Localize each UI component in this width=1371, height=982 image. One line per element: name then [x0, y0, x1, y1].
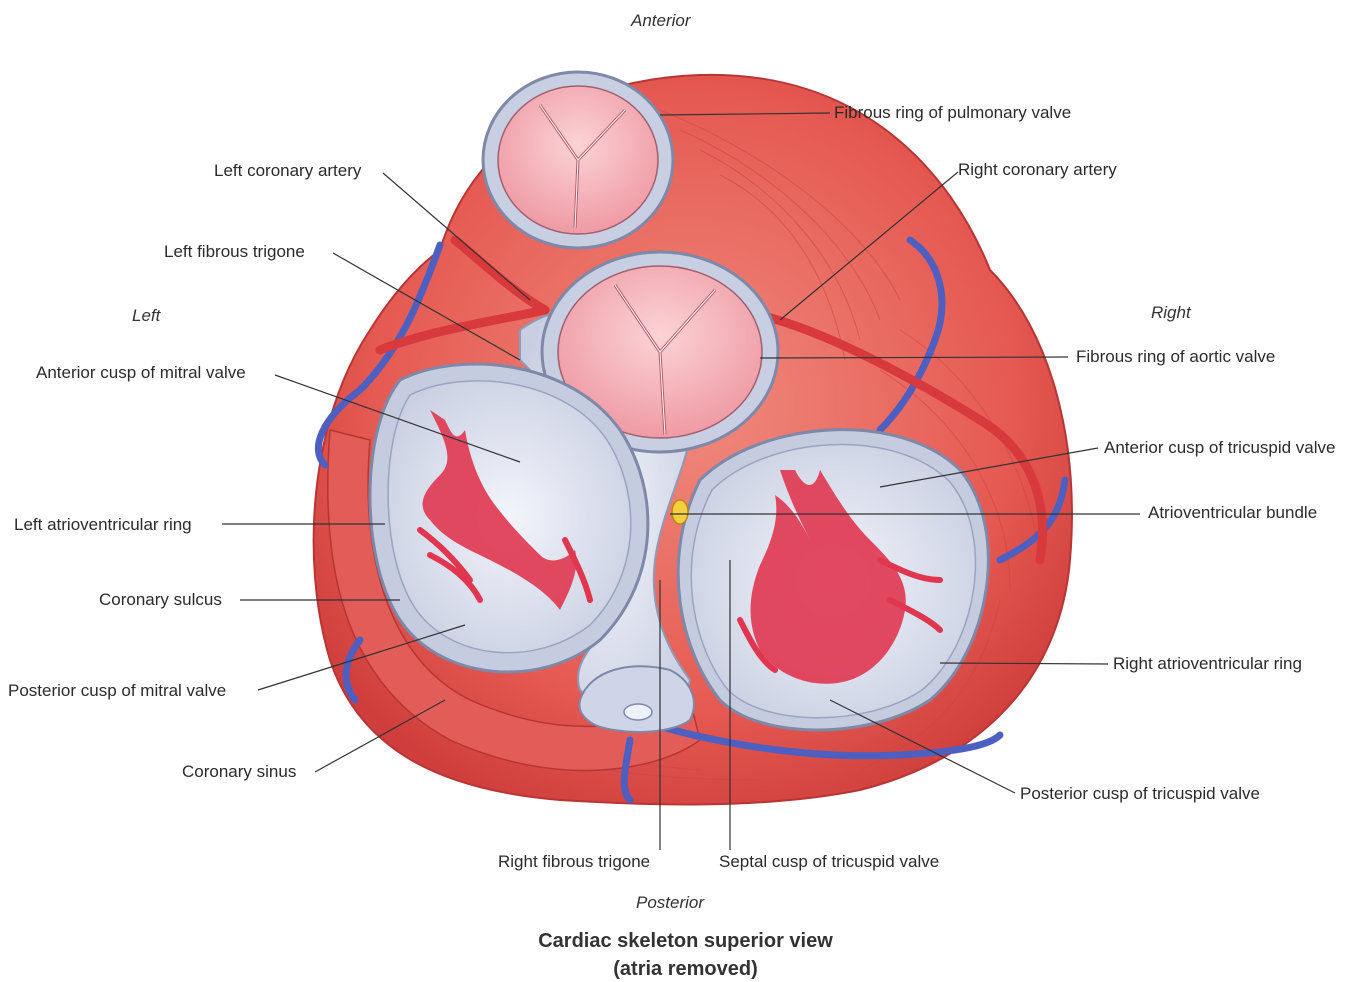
- label-right-coronary: Right coronary artery: [958, 160, 1117, 180]
- label-right-trigone: Right fibrous trigone: [498, 852, 650, 872]
- tricuspid-valve: [678, 430, 988, 730]
- label-right-av-ring: Right atrioventricular ring: [1113, 654, 1302, 674]
- label-left-coronary: Left coronary artery: [214, 161, 361, 181]
- caption-title: Cardiac skeleton superior view: [0, 930, 1371, 953]
- label-anterior-mitral: Anterior cusp of mitral valve: [36, 363, 246, 383]
- orientation-posterior: Posterior: [636, 893, 704, 913]
- caption-subtitle: (atria removed): [0, 958, 1371, 981]
- label-pulmonary-ring: Fibrous ring of pulmonary valve: [834, 103, 1071, 123]
- orientation-anterior: Anterior: [631, 11, 691, 31]
- orientation-left: Left: [132, 306, 160, 326]
- label-coronary-sulcus: Coronary sulcus: [99, 590, 222, 610]
- pulmonary-valve: [483, 72, 673, 248]
- label-left-av-ring: Left atrioventricular ring: [14, 515, 192, 535]
- label-left-trigone: Left fibrous trigone: [164, 242, 305, 262]
- label-posterior-mitral: Posterior cusp of mitral valve: [8, 681, 226, 701]
- label-av-bundle: Atrioventricular bundle: [1148, 503, 1317, 523]
- label-posterior-tricuspid: Posterior cusp of tricuspid valve: [1020, 784, 1260, 804]
- label-aortic-ring: Fibrous ring of aortic valve: [1076, 347, 1275, 367]
- label-anterior-tricuspid: Anterior cusp of tricuspid valve: [1104, 438, 1336, 458]
- label-coronary-sinus: Coronary sinus: [182, 762, 296, 782]
- av-bundle-dot: [672, 500, 688, 524]
- label-septal-tricuspid: Septal cusp of tricuspid valve: [719, 852, 939, 872]
- orientation-right: Right: [1151, 303, 1191, 323]
